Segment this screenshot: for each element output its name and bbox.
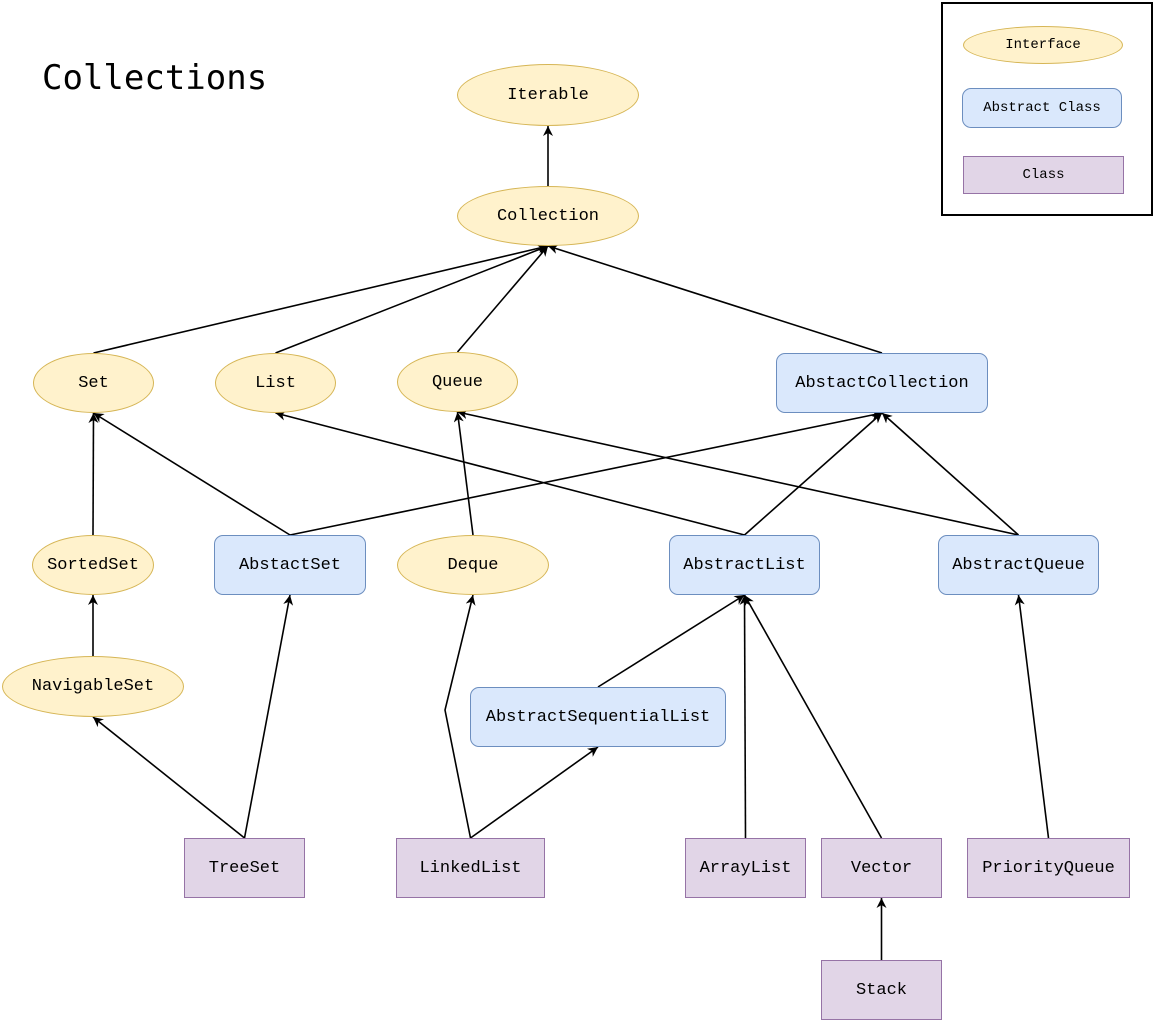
- edge-array-list-to-abstract-list: [739, 594, 750, 839]
- node-sorted-set[interactable]: SortedSet: [32, 535, 154, 595]
- legend-class-swatch: Class: [963, 156, 1124, 194]
- node-set[interactable]: Set: [33, 353, 154, 413]
- node-tree-set[interactable]: TreeSet: [184, 838, 305, 898]
- edge-priority-queue-to-abstract-queue: [1014, 594, 1050, 839]
- node-collection[interactable]: Collection: [457, 186, 639, 246]
- node-priority-queue[interactable]: PriorityQueue: [967, 838, 1130, 898]
- edge-deque-to-queue: [453, 411, 474, 536]
- node-iterable[interactable]: Iterable: [457, 64, 639, 126]
- node-stack[interactable]: Stack: [821, 960, 942, 1020]
- node-deque[interactable]: Deque: [397, 535, 549, 595]
- edge-sorted-set-to-set: [88, 412, 99, 536]
- edge-linked-list-to-abstract-sequential-list: [470, 746, 599, 839]
- node-array-list[interactable]: ArrayList: [685, 838, 806, 898]
- edge-abstract-list-to-abstact-collection: [743, 412, 883, 536]
- diagram-title: Collections: [42, 58, 268, 98]
- node-list[interactable]: List: [215, 353, 336, 413]
- edge-tree-set-to-navigable-set: [92, 716, 245, 839]
- node-vector[interactable]: Vector: [821, 838, 942, 898]
- edge-list-to-collection: [275, 245, 549, 354]
- node-abstact-set[interactable]: AbstactSet: [214, 535, 366, 595]
- edge-abstract-queue-to-queue: [457, 409, 1019, 536]
- node-abstract-queue[interactable]: AbstractQueue: [938, 535, 1099, 595]
- edge-abstact-collection-to-collection: [547, 244, 883, 354]
- edge-vector-to-abstract-list: [743, 594, 883, 839]
- node-abstract-list[interactable]: AbstractList: [669, 535, 820, 595]
- edge-abstact-set-to-set: [93, 412, 291, 536]
- node-linked-list[interactable]: LinkedList: [396, 838, 545, 898]
- edge-queue-to-collection: [456, 245, 549, 353]
- edge-set-to-collection: [93, 243, 549, 354]
- edge-abstract-list-to-list: [275, 410, 745, 536]
- legend-abstract-class-swatch: Abstract Class: [962, 88, 1122, 128]
- edge-linked-list-to-deque: [444, 594, 476, 839]
- edge-tree-set-to-abstact-set: [243, 594, 294, 839]
- node-navigable-set[interactable]: NavigableSet: [2, 656, 184, 717]
- edge-abstract-queue-to-abstact-collection: [881, 412, 1020, 536]
- legend-interface-swatch: Interface: [963, 26, 1123, 64]
- node-queue[interactable]: Queue: [397, 352, 518, 412]
- edge-abstract-sequential-list-to-abstract-list: [597, 594, 745, 688]
- edge-abstact-set-to-abstact-collection: [289, 410, 883, 536]
- node-abstract-sequential-list[interactable]: AbstractSequentialList: [470, 687, 726, 747]
- node-abstact-collection[interactable]: AbstactCollection: [776, 353, 988, 413]
